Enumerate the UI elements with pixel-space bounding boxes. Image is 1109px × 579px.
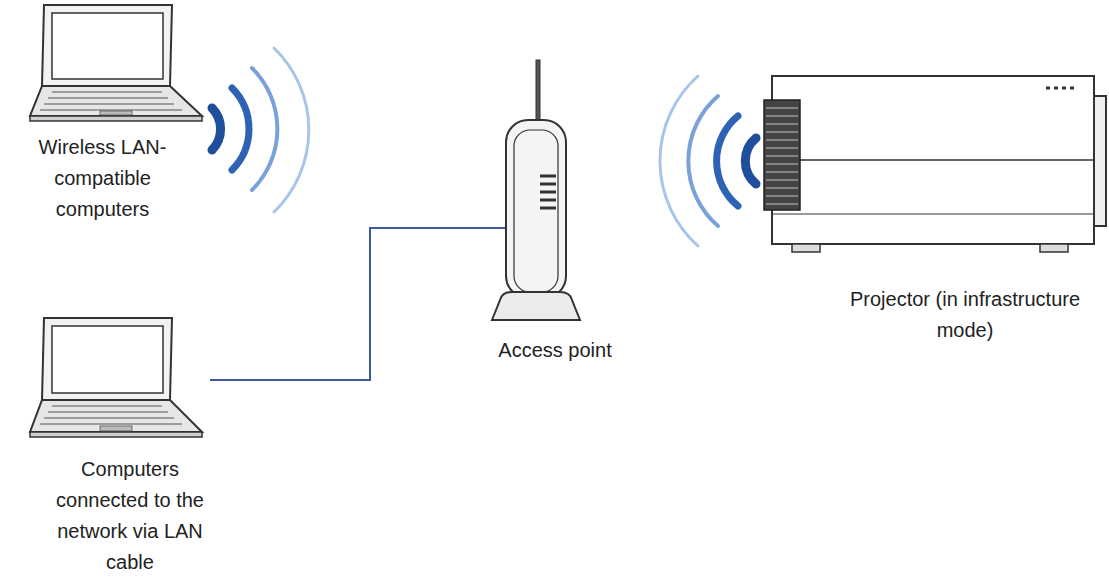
wireless-waves: [660, 76, 756, 246]
wave: [660, 76, 698, 246]
projector-body: [772, 76, 1094, 244]
wireless-computer-node: Wireless LAN-compatible computers: [20, 5, 210, 225]
laptop-base: [30, 400, 202, 432]
laptop-screen: [42, 5, 172, 86]
wave: [212, 108, 221, 150]
touchpad: [100, 111, 132, 115]
laptop-edge: [30, 432, 202, 437]
laptop-illustration: [30, 5, 202, 121]
device-caption: Access point: [475, 335, 635, 366]
keyboard-rows: [40, 92, 182, 110]
laptop-display: [52, 13, 163, 79]
projector-foot: [792, 244, 820, 252]
projector-foot: [1040, 244, 1068, 252]
touchpad: [100, 426, 132, 431]
device-caption: Wireless LAN-compatible computers: [20, 132, 185, 225]
keyboard-rows: [40, 406, 182, 424]
access-point-node: Access point: [505, 60, 567, 322]
wireless-waves: [212, 48, 309, 212]
device-caption: Projector (in infrastructure mode): [835, 284, 1095, 346]
wave: [274, 48, 309, 212]
laptop-illustration: [30, 318, 202, 437]
router-panel: [514, 130, 558, 292]
vent-slats: [766, 108, 798, 204]
wave: [688, 96, 718, 226]
indicator-dots: [1046, 87, 1074, 90]
wired-computer-node: Computers connected to the network via L…: [35, 318, 210, 576]
projector-node: Projector (in infrastructure mode): [765, 70, 1105, 350]
laptop-display: [52, 326, 163, 393]
router-stand: [492, 292, 580, 320]
status-lights: [540, 176, 556, 208]
lan-cable: [210, 228, 505, 380]
wave: [717, 116, 738, 206]
wave: [252, 68, 277, 190]
body-seam: [772, 214, 1094, 215]
access-point-illustration: [492, 60, 580, 320]
vent-grille: [764, 100, 800, 210]
laptop-screen: [42, 318, 172, 400]
projector-illustration: [764, 76, 1106, 252]
wave: [745, 138, 756, 184]
laptop-base: [30, 86, 202, 116]
body-seam: [772, 159, 1094, 161]
router-body: [506, 120, 566, 298]
lens-cap: [1094, 96, 1106, 226]
laptop-edge: [30, 116, 202, 121]
device-caption: Computers connected to the network via L…: [40, 454, 220, 578]
wave: [232, 88, 249, 170]
